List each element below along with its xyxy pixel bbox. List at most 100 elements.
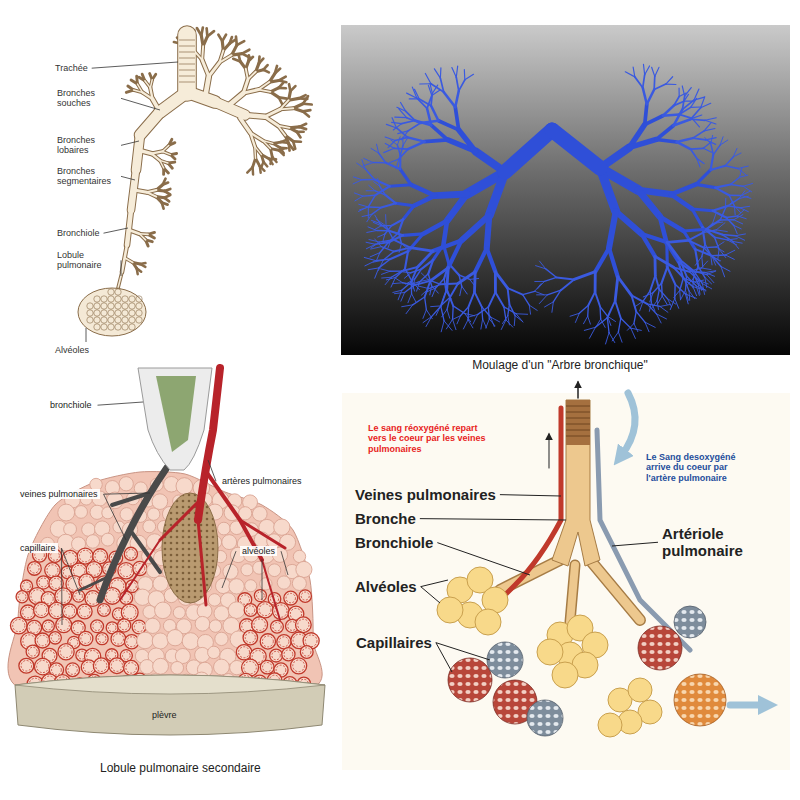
- leader-line: [421, 587, 440, 603]
- part-label: Bronchiole: [57, 228, 100, 238]
- alveolus-model: [282, 648, 295, 661]
- cast-branch: [544, 277, 556, 281]
- alveolus-model: [252, 506, 267, 521]
- alveolus-drawing: [122, 296, 128, 302]
- cast-branch: [431, 125, 447, 140]
- cast-branch: [615, 301, 621, 319]
- capillary-model: [13, 619, 25, 631]
- cast-branch: [355, 196, 363, 201]
- bronchus-fill: [178, 35, 196, 92]
- bronchus-outline: [142, 74, 145, 81]
- alveolus-model: [274, 519, 290, 535]
- alveolus-model: [254, 590, 266, 602]
- bronchus-fill: [193, 50, 202, 60]
- cast-branch: [409, 98, 419, 99]
- cast-branch: [440, 78, 443, 92]
- bronchus-outline: [230, 40, 236, 44]
- cast-branch: [398, 131, 408, 134]
- pulmonary-vein-model: [112, 493, 150, 505]
- pulmonary-artery-model: [120, 540, 160, 600]
- cast-branch: [441, 283, 458, 286]
- cast-branch: [642, 234, 655, 256]
- alveolus-drawing: [115, 310, 121, 316]
- cast-branch: [725, 166, 738, 169]
- cast-branch: [638, 190, 660, 217]
- cast-branch: [720, 219, 734, 221]
- alveolus-model: [173, 607, 185, 619]
- cast-branch: [381, 269, 390, 271]
- cast-branch: [412, 294, 416, 302]
- cast-branch: [691, 119, 705, 120]
- cast-branch: [690, 147, 703, 149]
- alveolus-model: [209, 620, 221, 632]
- flow-arrows: [730, 702, 766, 709]
- alveolus-model: [143, 605, 156, 618]
- part-label: Bronches segmentaires: [57, 166, 117, 187]
- capillary-networks: [448, 606, 726, 736]
- alveolus-model: [49, 632, 61, 644]
- bronchus-outline: [248, 72, 256, 80]
- alveolus-drawing: [87, 303, 93, 309]
- alveolus-model: [109, 658, 125, 674]
- cast-branch: [713, 222, 723, 223]
- capillary-model: [108, 624, 116, 632]
- cast-branch: [429, 284, 441, 288]
- cast-branch: [438, 121, 458, 130]
- bronchus-fill: [152, 151, 163, 153]
- cast-branch: [364, 158, 373, 162]
- pulmonary-vein-model: [80, 455, 176, 600]
- cast-branch: [618, 318, 620, 332]
- bronchus-outline: [222, 35, 226, 42]
- leader-line: [104, 228, 128, 233]
- cast-branch: [702, 284, 711, 289]
- alveolus-drawing: [108, 296, 114, 302]
- alveolus-model: [145, 618, 160, 633]
- cast-branch: [739, 196, 748, 198]
- capillary-model: [79, 606, 89, 616]
- cast-branch: [399, 109, 407, 118]
- leader-line: [281, 551, 288, 575]
- cast-branch: [380, 240, 394, 242]
- pulmonary-vein-model: [80, 575, 112, 590]
- alveolus-model: [26, 645, 39, 658]
- cast-branch: [441, 289, 447, 306]
- alveolus-model: [62, 604, 76, 618]
- label-anchor: plèvre: [150, 704, 179, 722]
- capillary-model: [47, 565, 58, 576]
- alveolus-drawing: [94, 317, 100, 323]
- cast-branch: [483, 319, 487, 328]
- capillary-model: [65, 606, 75, 616]
- alveolus-drawing: [101, 303, 107, 309]
- cast-branch: [369, 206, 382, 208]
- cast-branch: [704, 246, 716, 248]
- alveolus-model: [284, 591, 298, 605]
- cast-branch: [678, 88, 679, 96]
- cast-branch: [488, 292, 495, 307]
- alveolus-drawing: [129, 317, 135, 323]
- cast-branch: [692, 209, 702, 227]
- cast-branch: [391, 271, 402, 277]
- part-label: Bronchiole: [355, 534, 433, 551]
- cast-branch: [453, 319, 456, 329]
- cast-branch: [377, 144, 379, 153]
- cast-branch: [631, 328, 636, 338]
- cast-branch: [415, 89, 420, 99]
- alveolus-model: [79, 631, 93, 645]
- capillary-model: [284, 650, 293, 659]
- capillary-model: [88, 564, 99, 575]
- capillary-model: [68, 665, 77, 674]
- cast-branch: [621, 318, 631, 328]
- alveolus-model: [77, 604, 92, 619]
- bronchus-fill: [201, 46, 204, 60]
- cast-branch: [444, 92, 456, 107]
- part-label: plèvre: [150, 710, 179, 720]
- cast-branch: [701, 261, 707, 268]
- cast-branch: [670, 299, 674, 310]
- bronchus-rings: [566, 400, 590, 445]
- cast-branch: [731, 177, 740, 184]
- bronchus-outline: [162, 202, 164, 208]
- alveolus-model: [244, 604, 257, 617]
- cast-branch: [491, 317, 495, 327]
- cast-branch: [740, 206, 750, 207]
- cast-branch: [368, 268, 379, 270]
